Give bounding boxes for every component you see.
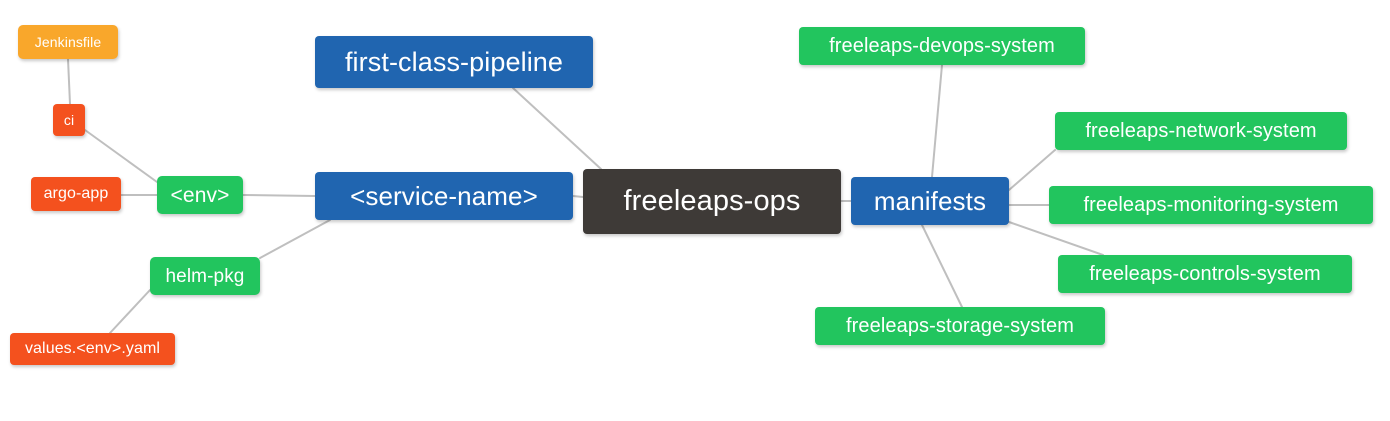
node-label-freeleaps-network-system: freeleaps-network-system [1085, 120, 1317, 142]
node-service-name[interactable]: <service-name> [315, 172, 573, 220]
node-label-jenkinsfile: Jenkinsfile [34, 34, 102, 50]
node-argo-app[interactable]: argo-app [31, 177, 121, 211]
node-ci[interactable]: ci [53, 104, 85, 136]
node-freeleaps-monitoring-system[interactable]: freeleaps-monitoring-system [1049, 186, 1373, 224]
node-label-values-env-yaml: values.<env>.yaml [24, 340, 161, 357]
node-label-env: <env> [170, 183, 230, 207]
edge-jenkinsfile-to-ci [67, 58, 71, 105]
node-freeleaps-network-system[interactable]: freeleaps-network-system [1055, 112, 1347, 150]
node-env[interactable]: <env> [157, 176, 243, 214]
node-label-first-class-pipeline: first-class-pipeline [344, 46, 564, 77]
node-first-class-pipeline[interactable]: first-class-pipeline [315, 36, 593, 88]
node-label-helm-pkg: helm-pkg [165, 265, 245, 287]
edge-service-name-to-freeleaps-ops [572, 195, 584, 198]
node-label-argo-app: argo-app [43, 185, 109, 202]
node-values-env-yaml[interactable]: values.<env>.yaml [10, 333, 175, 365]
edge-env-to-service-name [242, 194, 316, 197]
node-label-manifests: manifests [873, 186, 987, 216]
edge-service-name-to-helm-pkg [259, 219, 331, 259]
node-freeleaps-ops[interactable]: freeleaps-ops [583, 169, 841, 234]
node-label-service-name: <service-name> [350, 181, 538, 211]
edge-ci-to-env [84, 129, 158, 183]
node-label-freeleaps-ops: freeleaps-ops [623, 185, 801, 217]
edge-manifests-to-freeleaps-network-system [1008, 149, 1056, 191]
node-freeleaps-controls-system[interactable]: freeleaps-controls-system [1058, 255, 1352, 293]
node-freeleaps-storage-system[interactable]: freeleaps-storage-system [815, 307, 1105, 345]
node-label-ci: ci [63, 112, 75, 128]
node-manifests[interactable]: manifests [851, 177, 1009, 225]
node-label-freeleaps-devops-system: freeleaps-devops-system [829, 35, 1055, 57]
edge-manifests-to-freeleaps-controls-system [1008, 221, 1104, 256]
node-label-freeleaps-storage-system: freeleaps-storage-system [845, 315, 1075, 337]
edge-manifests-to-freeleaps-devops-system [931, 64, 943, 178]
node-helm-pkg[interactable]: helm-pkg [150, 257, 260, 295]
node-freeleaps-devops-system[interactable]: freeleaps-devops-system [799, 27, 1085, 65]
edge-helm-pkg-to-values-env-yaml [109, 289, 151, 334]
edge-first-class-pipeline-to-freeleaps-ops [512, 87, 602, 170]
node-label-freeleaps-monitoring-system: freeleaps-monitoring-system [1083, 194, 1339, 216]
node-jenkinsfile[interactable]: Jenkinsfile [18, 25, 118, 59]
node-label-freeleaps-controls-system: freeleaps-controls-system [1089, 263, 1321, 285]
edge-manifests-to-freeleaps-storage-system [921, 224, 963, 308]
